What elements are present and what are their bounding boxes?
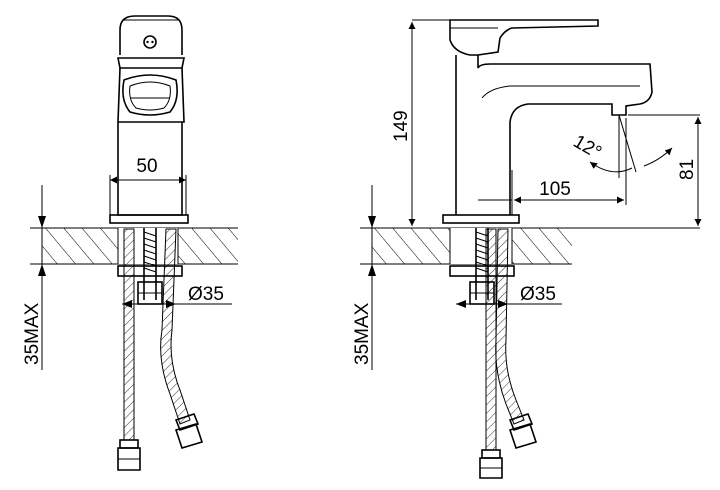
side-max-thickness-label: 35MAX <box>352 302 373 365</box>
side-countertop <box>372 227 700 265</box>
front-faucet-body <box>109 15 189 224</box>
side-reach-dimension: 105 <box>478 118 627 215</box>
front-view: 50 Ø35 <box>22 15 238 471</box>
front-width-dimension: 50 <box>109 156 187 215</box>
side-spout-height-dimension: 81 <box>628 114 702 226</box>
side-faucet-body <box>442 19 653 224</box>
side-angle-label: 12° <box>570 131 605 164</box>
side-angle-dimension: 12° <box>570 114 673 178</box>
front-countertop <box>42 227 238 265</box>
front-hole-diameter-label: Ø35 <box>188 284 224 305</box>
side-hoses <box>479 228 538 479</box>
side-hole-diameter-dimension: Ø35 <box>456 284 562 308</box>
side-height-label: 149 <box>391 110 412 142</box>
side-spout-height-label: 81 <box>677 159 698 180</box>
front-max-thickness-dimension: 35MAX <box>22 185 46 370</box>
side-reach-label: 105 <box>539 179 571 200</box>
front-hoses <box>117 228 204 471</box>
side-max-thickness-dimension: 35MAX <box>352 185 376 370</box>
front-max-thickness-label: 35MAX <box>22 302 43 365</box>
side-hole-diameter-label: Ø35 <box>520 284 556 305</box>
front-hole-diameter-dimension: Ø35 <box>122 284 232 308</box>
front-width-label: 50 <box>136 156 157 177</box>
side-height-dimension: 149 <box>391 19 450 229</box>
side-view: 149 105 81 12° <box>352 19 702 479</box>
